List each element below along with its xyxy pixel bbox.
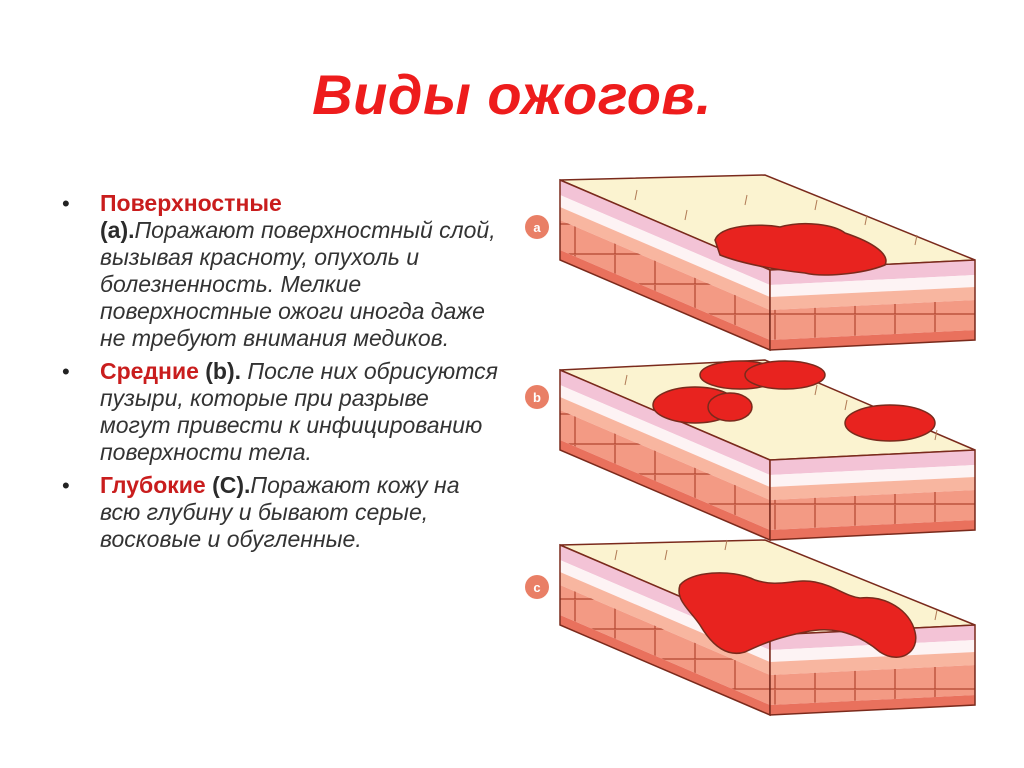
skin-front-face — [559, 178, 771, 352]
bullet-icon: • — [62, 191, 70, 216]
term-superficial: Поверхностные — [100, 190, 282, 216]
list-item-superficial: • Поверхностные (а).Поражают поверхностн… — [58, 190, 498, 352]
list-item-deep: • Глубокие (С).Поражают кожу на всю глуб… — [58, 472, 498, 553]
badge-b — [525, 385, 549, 409]
badge-c — [525, 575, 549, 599]
hair-lines — [624, 374, 938, 441]
bullet-icon: • — [62, 359, 70, 384]
desc-deep: Поражают кожу на всю глубину и бывают се… — [100, 472, 460, 552]
badge-a — [525, 215, 549, 239]
term-deep: Глубокие — [100, 472, 206, 498]
slide-title: Виды ожогов. — [312, 63, 712, 126]
list-item-medium: • Средние (b). После них обрисуются пузы… — [58, 358, 498, 466]
burn-blisters-medium — [652, 360, 936, 442]
skin-side-face — [769, 624, 976, 716]
burn-area-superficial — [714, 222, 887, 276]
burn-area-deep — [678, 572, 917, 658]
skin-block-a — [559, 174, 976, 352]
skin-block-b — [559, 359, 976, 542]
skin-front-face — [559, 368, 771, 542]
hair-lines — [634, 189, 918, 246]
term-medium: Средние — [100, 358, 199, 384]
skin-diagram-svg: a — [525, 174, 976, 717]
skin-side-face — [769, 449, 976, 541]
label-c: (С). — [205, 472, 251, 498]
burn-types-list: • Поверхностные (а).Поражают поверхностн… — [58, 190, 498, 559]
skin-side-face — [769, 259, 976, 351]
badge-c-label: c — [533, 580, 540, 595]
badge-b-label: b — [533, 390, 541, 405]
desc-medium: После них обрисуются пузыри, которые при… — [100, 358, 498, 465]
label-b: (b). — [198, 358, 248, 384]
badge-a-label: a — [533, 220, 541, 235]
label-a: (а). — [100, 217, 135, 243]
skin-burn-diagram: a — [515, 165, 995, 725]
hair-lines — [614, 539, 938, 621]
bullet-icon: • — [62, 473, 70, 498]
skin-block-c — [559, 539, 976, 717]
desc-superficial: Поражают поверхностный слой, вызывая кра… — [100, 217, 496, 351]
